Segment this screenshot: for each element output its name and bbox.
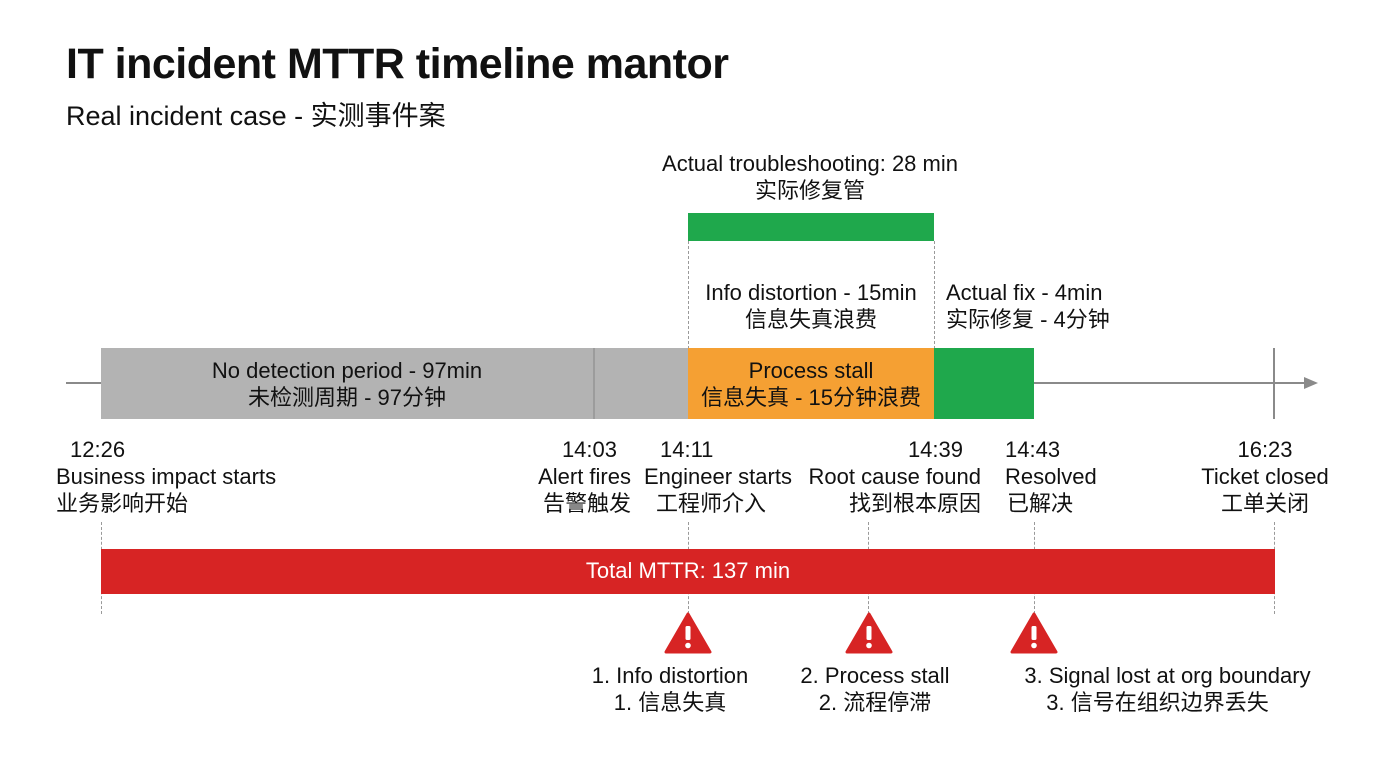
milestone-time: 14:03 [561, 437, 617, 462]
guide-engineer-start-top [688, 241, 689, 349]
milestone-time: 14:11 [660, 437, 714, 462]
segment-process-stall-zh: 信息失真 - 15分钟浪费 [700, 385, 922, 410]
milestone-time: 14:43 [1005, 437, 1061, 462]
troubleshooting-bar [688, 213, 934, 241]
segment-no-detection-zh: 未检测周期 - 97分钟 [247, 385, 447, 410]
issue-label-zh: 2. 流程停滞 [818, 690, 932, 715]
page-title: IT incident MTTR timeline mantor [66, 40, 729, 88]
milestone-label-en: Alert fires [538, 464, 631, 489]
milestone-engineer-starts: 14:11 Engineer starts 工程师介入 [644, 436, 792, 517]
milestone-time: 14:39 [907, 437, 963, 462]
milestone-label-zh: 业务影响开始 [56, 491, 189, 516]
actual-fix-label-zh: 实际修复 - 4分钟 [946, 307, 1110, 332]
milestone-label-zh: 告警触发 [542, 491, 631, 516]
milestone-time: 12:26 [70, 437, 126, 462]
milestone-label-zh: 已解决 [1007, 491, 1074, 516]
issue-label-en: 2. Process stall [800, 663, 950, 688]
total-mttr-label: Total MTTR: 137 min [585, 558, 791, 583]
info-distortion-label: Info distortion - 15min 信息失真浪费 [688, 279, 934, 333]
warning-icon [1010, 612, 1058, 654]
milestone-resolved: 14:43 Resolved 已解决 [1005, 436, 1097, 517]
issue-label-en: 1. Info distortion [591, 663, 749, 688]
segment-process-stall: Process stall 信息失真 - 15分钟浪费 [688, 348, 934, 419]
ticket-closed-tick [1273, 348, 1275, 419]
issue-label-zh: 1. 信息失真 [613, 690, 727, 715]
milestone-label-zh: 找到根本原因 [848, 491, 981, 516]
total-mttr-bar: Total MTTR: 137 min [101, 549, 1275, 594]
troubleshooting-label: Actual troubleshooting: 28 min 实际修复管 [640, 150, 980, 204]
warning-icon [664, 612, 712, 654]
milestone-label-zh: 工单关闭 [1220, 491, 1309, 516]
segment-no-detection-en: No detection period - 97min [211, 358, 483, 383]
alert-divider [593, 348, 595, 419]
info-distortion-label-zh: 信息失真浪费 [744, 307, 877, 332]
issue-process-stall: 2. Process stall 2. 流程停滞 [775, 662, 975, 716]
milestone-label-zh: 工程师介入 [656, 491, 767, 516]
troubleshooting-label-zh: 实际修复管 [754, 178, 865, 203]
milestone-label-en: Root cause found [808, 464, 981, 489]
troubleshooting-label-en: Actual troubleshooting: 28 min [662, 151, 958, 176]
milestone-root-cause: 14:39 Root cause found 找到根本原因 [790, 436, 981, 517]
page-subtitle: Real incident case - 实测事件案 [66, 101, 446, 131]
milestone-alert-fires: 14:03 Alert fires 告警触发 [500, 436, 631, 517]
milestone-label-en: Ticket closed [1201, 464, 1329, 489]
segment-no-detection: No detection period - 97min 未检测周期 - 97分钟 [101, 348, 688, 419]
issue-label-zh: 3. 信号在组织边界丢失 [1046, 690, 1269, 715]
timeline-arrow-icon [1304, 377, 1318, 389]
guide-root-cause-top [934, 241, 935, 349]
issue-info-distortion: 1. Info distortion 1. 信息失真 [570, 662, 770, 716]
actual-fix-label-en: Actual fix - 4min [946, 280, 1103, 305]
milestone-label-en: Engineer starts [644, 464, 792, 489]
milestone-ticket-closed: 16:23 Ticket closed 工单关闭 [1190, 436, 1340, 517]
warning-icon [845, 612, 893, 654]
issue-label-en: 3. Signal lost at org boundary [1024, 663, 1311, 688]
milestone-label-en: Resolved [1005, 464, 1097, 489]
info-distortion-label-en: Info distortion - 15min [705, 280, 917, 305]
milestone-time: 16:23 [1237, 437, 1293, 462]
milestone-label-en: Business impact starts [56, 464, 277, 489]
milestone-business-impact: 12:26 Business impact starts 业务影响开始 [56, 436, 276, 517]
actual-fix-label: Actual fix - 4min 实际修复 - 4分钟 [946, 279, 1110, 333]
issue-signal-lost: 3. Signal lost at org boundary 3. 信号在组织边… [1000, 662, 1335, 716]
segment-process-stall-en: Process stall [748, 358, 874, 383]
segment-actual-fix [934, 348, 1034, 419]
